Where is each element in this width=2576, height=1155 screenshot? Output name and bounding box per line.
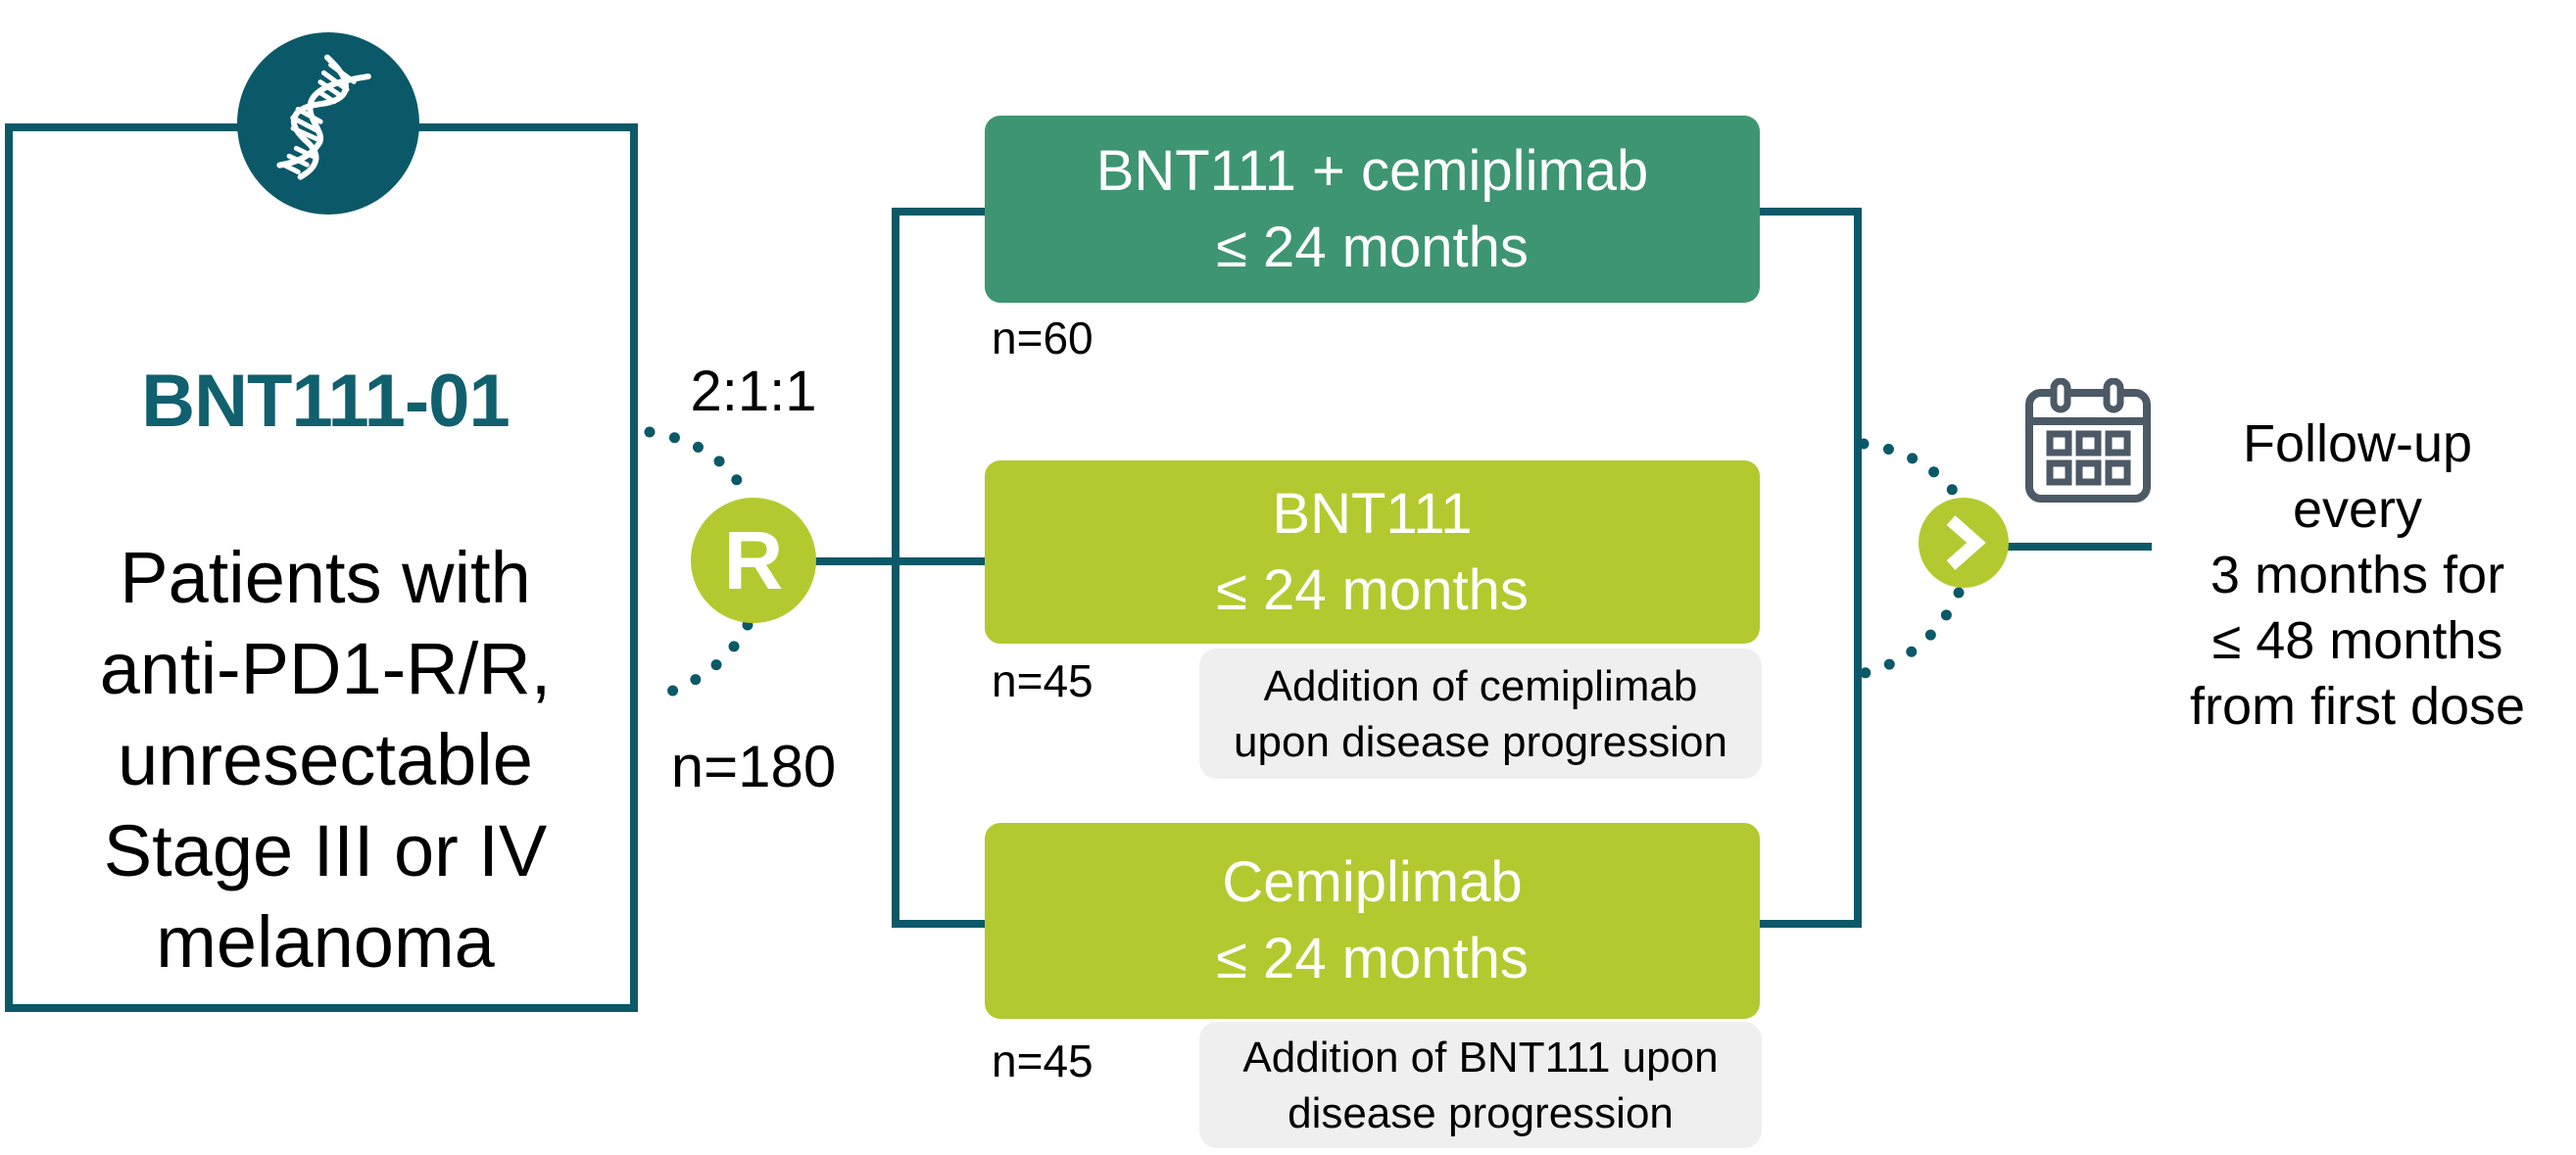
arm-name: BNT111 + cemiplimab	[1095, 138, 1649, 203]
randomization-r-label: R	[723, 513, 784, 606]
note-line: disease progression	[1288, 1088, 1674, 1137]
follow-up-line: ≤ 48 months	[2211, 611, 2503, 670]
follow-up-line: 3 months for	[2210, 546, 2505, 604]
patient-population-text: Patients with anti-PD1-R/R, unresectable…	[6, 532, 645, 987]
randomization-ratio: 2:1:1	[690, 360, 817, 423]
note-line: Addition of cemiplimab	[1263, 661, 1698, 710]
connector-chevron-to-calendar	[2004, 543, 2152, 551]
connector-left-to-top-arm	[892, 208, 985, 216]
dotted-arc-right-bottom	[1855, 587, 1965, 680]
connector-right-vertical	[1854, 208, 1862, 928]
dna-icon	[236, 32, 420, 215]
connector-left-vertical	[892, 208, 899, 928]
arm-box-bnt111-plus-cemiplimab: BNT111 + cemiplimab ≤ 24 months	[985, 116, 1760, 303]
dotted-arc-left-bottom	[644, 619, 753, 704]
randomization-n-total: n=180	[670, 734, 837, 799]
arm-box-bnt111: BNT111 ≤ 24 months	[985, 460, 1760, 644]
dotted-arc-right-top	[1858, 438, 1964, 503]
population-line: anti-PD1-R/R,	[99, 628, 552, 709]
arm-duration: ≤ 24 months	[1216, 927, 1529, 990]
connector-left-to-bottom-arm	[892, 920, 985, 928]
arm-note-box-bnt111-addition: Addition of BNT111 upon disease progress…	[1199, 1022, 1762, 1148]
arm-box-cemiplimab: Cemiplimab ≤ 24 months	[985, 823, 1760, 1019]
patient-population-box	[5, 123, 638, 1012]
population-line: Patients with	[120, 537, 531, 618]
connector-bottom-arm-to-right	[1754, 920, 1862, 928]
note-line: upon disease progression	[1234, 717, 1727, 766]
arm-name: BNT111	[1272, 481, 1473, 546]
chevron-right-icon	[1919, 498, 2009, 588]
population-line: melanoma	[156, 901, 495, 983]
follow-up-line: every	[2292, 480, 2423, 539]
follow-up-line: from first dose	[2189, 677, 2526, 736]
note-line: Addition of BNT111 upon	[1242, 1033, 1719, 1082]
arm-n-label: n=60	[992, 313, 1094, 363]
randomization-circle: R	[691, 498, 816, 623]
dotted-arc-left-top	[644, 426, 753, 504]
arm-duration: ≤ 24 months	[1216, 215, 1529, 279]
follow-up-text: Follow-up every 3 months for ≤ 48 months…	[2152, 411, 2563, 740]
population-line: unresectable	[118, 719, 533, 800]
arm-n-label: n=45	[992, 1035, 1094, 1086]
calendar-icon	[2025, 378, 2151, 503]
arm-duration: ≤ 24 months	[1216, 557, 1529, 622]
arm-name: Cemiplimab	[1222, 850, 1523, 914]
study-title: BNT111-01	[141, 360, 510, 443]
arm-n-label: n=45	[992, 655, 1094, 706]
connector-top-arm-to-right	[1754, 208, 1862, 216]
arm-note-box-cemiplimab-addition: Addition of cemiplimab upon disease prog…	[1199, 649, 1762, 779]
population-line: Stage III or IV	[103, 810, 548, 891]
follow-up-line: Follow-up	[2242, 414, 2473, 473]
